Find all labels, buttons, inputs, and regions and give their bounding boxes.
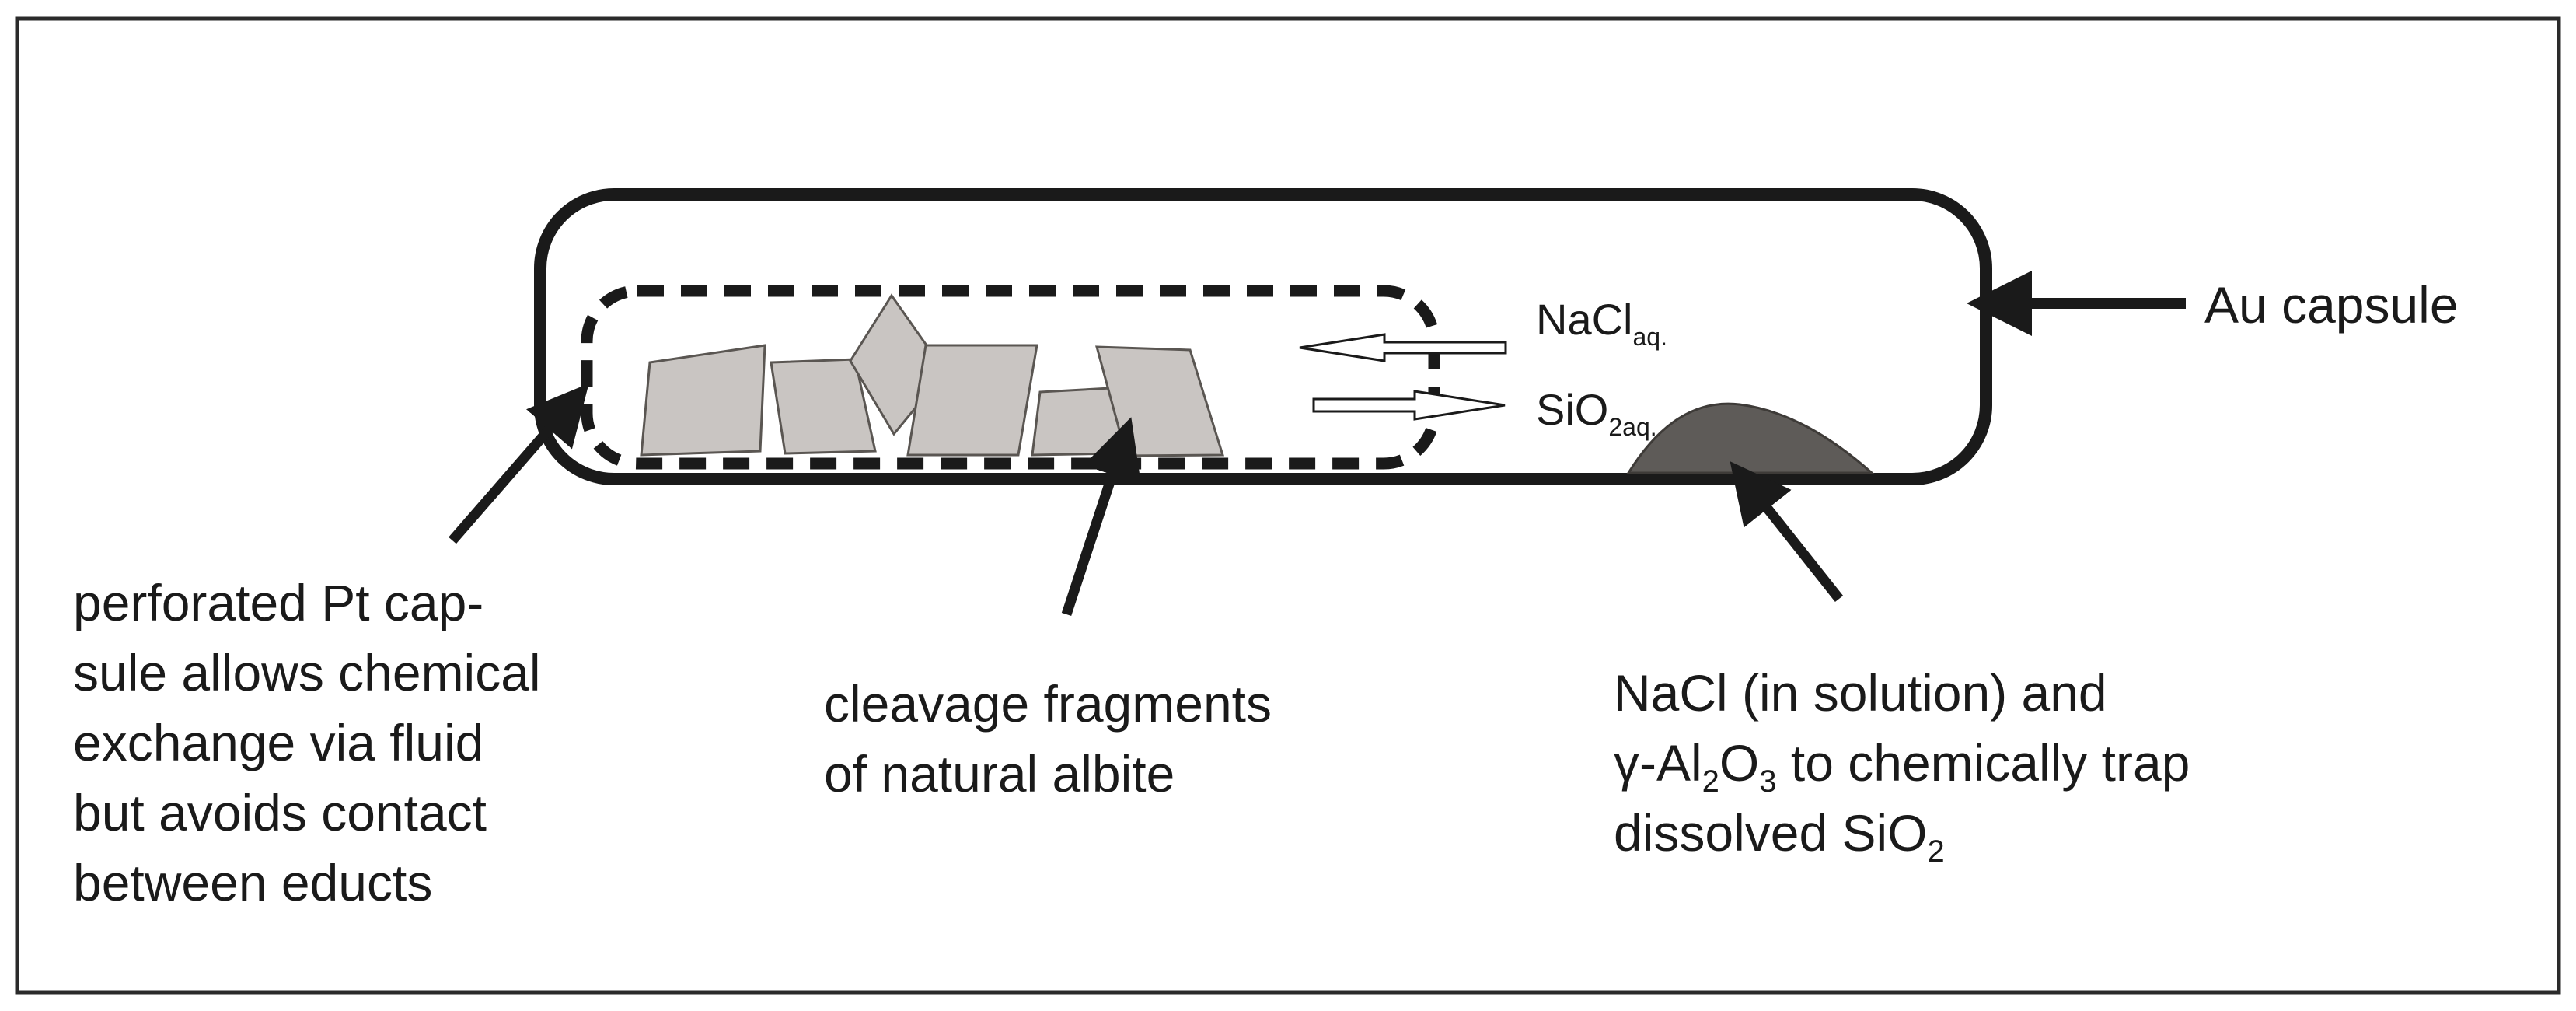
albite-fragment bbox=[906, 344, 1038, 457]
pt-capsule-label-line: but avoids contact bbox=[73, 784, 487, 841]
pt-capsule-label-line: exchange via fluid bbox=[73, 714, 483, 771]
sio2-flow-label: SiO2aq. bbox=[1536, 385, 1657, 441]
pt-capsule-label: perforated Pt cap- sule allows chemical … bbox=[73, 574, 541, 911]
pt-capsule-pointer-arrow bbox=[449, 383, 589, 544]
trap-label-line: γ-Al2O3 to chemically trap bbox=[1614, 734, 2190, 799]
albite-fragment bbox=[770, 358, 877, 455]
albite-label-line: cleavage fragments bbox=[824, 675, 1272, 733]
pt-capsule-label-line: between educts bbox=[73, 854, 432, 911]
pt-capsule-label-line: perforated Pt cap- bbox=[73, 574, 483, 631]
trap-label-line: NaCl (in solution) and bbox=[1614, 664, 2107, 722]
pt-capsule-outline bbox=[581, 285, 1440, 470]
alumina-pile bbox=[1626, 402, 1875, 474]
nacl-flow-label: NaClaq. bbox=[1536, 295, 1667, 351]
au-capsule-outline bbox=[534, 188, 1992, 485]
trap-pointer-arrow bbox=[1730, 461, 1844, 603]
au-capsule-label: Au capsule bbox=[2204, 276, 2459, 334]
trap-label-line: dissolved SiO2 bbox=[1614, 804, 1945, 869]
albite-pointer-arrow bbox=[1061, 417, 1142, 617]
trap-label: NaCl (in solution) and γ-Al2O3 to chemic… bbox=[1614, 664, 2190, 869]
figure-frame bbox=[15, 16, 2561, 995]
albite-label-line: of natural albite bbox=[824, 745, 1175, 803]
pt-capsule-label-line: sule allows chemical bbox=[73, 644, 541, 701]
albite-label: cleavage fragments of natural albite bbox=[824, 675, 1272, 803]
nacl-flow-arrow bbox=[1299, 333, 1507, 362]
albite-fragment bbox=[640, 344, 766, 457]
sio2-flow-arrow bbox=[1312, 390, 1506, 421]
